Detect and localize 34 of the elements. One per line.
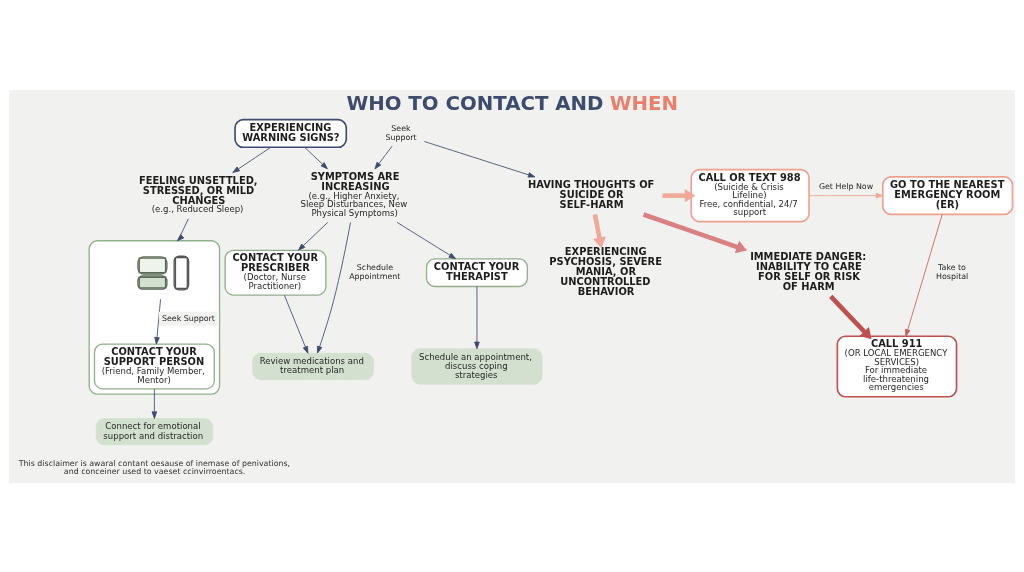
node-box: CALL 911 (OR LOCAL EMERGENCY SERVICES) For immediate life-threatening emergencies	[836, 334, 958, 398]
node-box: Connect for emotional support and distraction	[95, 417, 213, 445]
node-box: CONTACT YOUR PRESCRIBER (Doctor, Nurse Practitioner)	[224, 249, 327, 296]
node-text: FEELING UNSETTLED, STRESSED, OR MILD CHANGES (e.g., Reduced Sleep)	[138, 174, 258, 214]
arrow	[283, 294, 309, 354]
arrow	[808, 192, 884, 198]
diagram-title: WHO TO CONTACT AND WHEN	[346, 91, 679, 115]
arrow	[304, 146, 328, 169]
node-box: CALL OR TEXT 988 (Suicide & Crisis Lifeline) Free, confidential, 24/7 support	[690, 168, 810, 222]
node-box: CONTACT YOUR THERAPIST	[425, 257, 528, 287]
arrow	[642, 211, 748, 253]
node-text: SYMPTOMS ARE INCREASING (e.g., Higher Anxiety, Sleep Disturbances, New Physical Symptoms)	[300, 170, 408, 218]
arrow	[154, 298, 161, 344]
arrow	[662, 188, 696, 202]
arrow	[592, 213, 606, 248]
arrow	[474, 285, 480, 349]
arrow	[396, 221, 457, 259]
arrow	[374, 145, 393, 169]
arrow	[905, 213, 943, 337]
arrow	[829, 294, 872, 339]
node-box: GO TO THE NEAREST EMERGENCY ROOM (ER)	[881, 175, 1014, 215]
arrow	[232, 146, 272, 173]
arrow	[317, 221, 351, 353]
arrow	[151, 388, 158, 419]
node-text: HAVING THOUGHTS OF SUICIDE OR SELF-HARM	[527, 178, 655, 210]
arrow	[176, 217, 189, 241]
node-box: Schedule an appointment, discuss coping strategies	[411, 347, 543, 385]
node-box: EXPERIENCING WARNING SIGNS?	[234, 118, 348, 148]
arrow	[423, 140, 536, 177]
node-text: EXPERIENCING PSYCHOSIS, SEVERE MANIA, OR UNCONTROLLED BEHAVIOR	[549, 245, 662, 297]
arrow	[298, 221, 329, 251]
node-text: IMMEDIATE DANGER: INABILITY TO CARE FOR SELF OR RISK OF HARM	[750, 250, 867, 292]
node-box: Review medications and treatment plan	[252, 352, 374, 380]
node-box: CONTACT YOUR SUPPORT PERSON (Friend, Family Member, Mentor)	[93, 342, 215, 390]
